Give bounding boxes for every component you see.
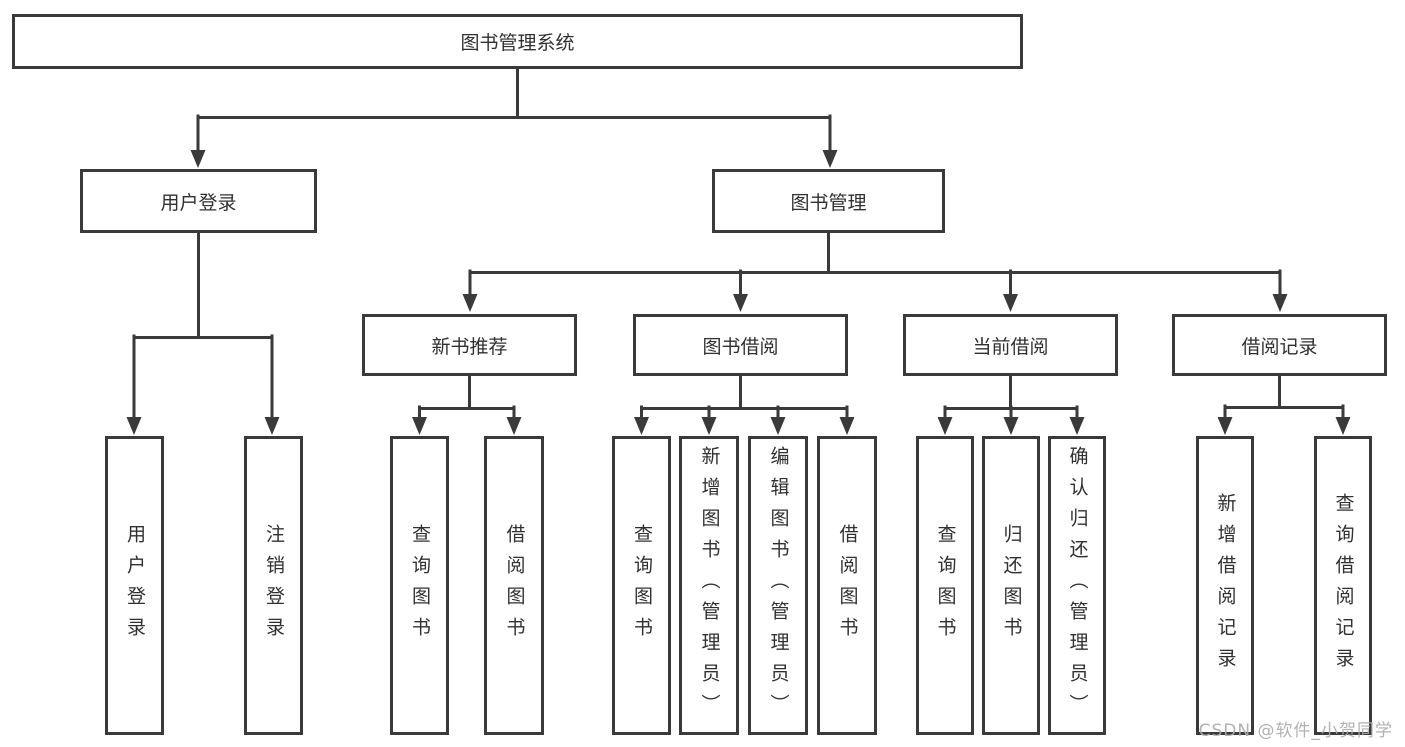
node-book-management: 图书管理 xyxy=(712,169,945,233)
arrowhead xyxy=(412,417,427,435)
node-user-login: 用户登录 xyxy=(80,169,317,233)
arrowhead xyxy=(770,417,786,435)
node-new-book-recommend: 新书推荐 xyxy=(362,314,577,376)
node-root: 图书管理系统 xyxy=(12,14,1023,69)
arrowhead xyxy=(839,417,855,435)
leaf-edit-book-admin: 编辑图书（管理员） xyxy=(748,436,808,735)
arrowheads xyxy=(126,150,1351,435)
arrowhead xyxy=(1272,294,1288,312)
arrowhead xyxy=(701,417,717,435)
arrowhead xyxy=(1217,417,1233,435)
arrowhead xyxy=(1335,417,1351,435)
node-book-borrow: 图书借阅 xyxy=(633,314,848,376)
leaf-query-books-recommend: 查询图书 xyxy=(390,436,449,735)
arrowhead xyxy=(634,417,649,435)
arrowhead xyxy=(264,417,280,435)
leaf-add-borrow-record: 新增借阅记录 xyxy=(1196,436,1254,735)
arrowhead xyxy=(1003,417,1019,435)
leaf-borrow-books: 借阅图书 xyxy=(817,436,877,735)
arrowhead xyxy=(937,417,953,435)
leaf-borrow-books-recommend: 借阅图书 xyxy=(484,436,544,735)
arrowhead xyxy=(733,294,748,312)
leaf-query-books-current: 查询图书 xyxy=(916,436,974,735)
watermark: CSDN @软件_小贺同学 xyxy=(1198,721,1393,741)
node-borrow-records: 借阅记录 xyxy=(1172,314,1387,376)
leaf-query-books-borrow: 查询图书 xyxy=(612,436,671,735)
leaf-confirm-return-admin: 确认归还（管理员） xyxy=(1048,436,1106,735)
arrowhead xyxy=(1003,294,1018,312)
arrowhead xyxy=(822,150,838,168)
connector-path xyxy=(132,67,1345,423)
node-current-borrow: 当前借阅 xyxy=(903,314,1118,376)
arrowhead xyxy=(126,417,142,435)
arrowhead xyxy=(190,150,206,168)
leaf-add-book-admin: 新增图书（管理员） xyxy=(679,436,739,735)
leaf-return-book: 归还图书 xyxy=(982,436,1040,735)
leaf-user-login: 用户登录 xyxy=(105,436,164,735)
arrowhead xyxy=(1069,417,1085,435)
leaf-logout: 注销登录 xyxy=(244,436,303,735)
arrowhead xyxy=(462,294,478,312)
arrowhead xyxy=(506,417,522,435)
leaf-query-borrow-record: 查询借阅记录 xyxy=(1314,436,1372,735)
